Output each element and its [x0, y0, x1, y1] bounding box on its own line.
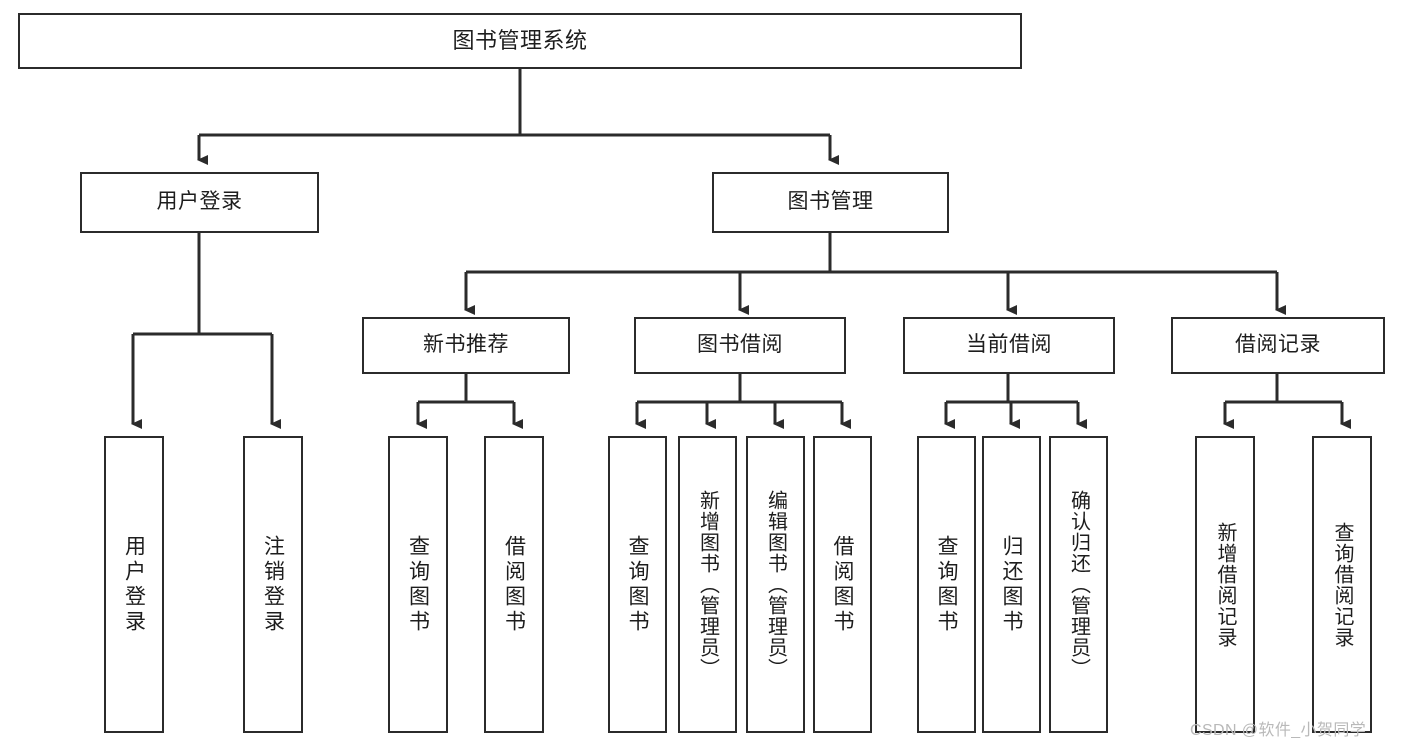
node-borrow-record[interactable]: 借阅记录: [1171, 317, 1385, 374]
leaf-confirm-return-admin[interactable]: 确认归还（管理员）: [1049, 436, 1108, 733]
node-label: 归还图书: [1000, 534, 1023, 635]
node-label: 用户登录: [122, 534, 146, 635]
node-root-book-management-system[interactable]: 图书管理系统: [18, 13, 1022, 69]
leaf-query-book-recommend[interactable]: 查询图书: [388, 436, 448, 733]
leaf-query-book-borrow[interactable]: 查询图书: [608, 436, 667, 733]
leaf-edit-book-admin[interactable]: 编辑图书（管理员）: [746, 436, 805, 733]
node-user-login[interactable]: 用户登录: [80, 172, 319, 233]
watermark: CSDN @软件_小贺同学: [1190, 722, 1367, 739]
node-label: 查询图书: [406, 534, 430, 635]
leaf-return-book[interactable]: 归还图书: [982, 436, 1041, 733]
node-label: 确认归还（管理员）: [1067, 490, 1090, 679]
node-label: 借阅图书: [831, 534, 854, 635]
node-book-borrow[interactable]: 图书借阅: [634, 317, 846, 374]
node-label: 借阅记录: [1235, 333, 1321, 357]
leaf-logout[interactable]: 注销登录: [243, 436, 303, 733]
leaf-add-borrow-record[interactable]: 新增借阅记录: [1195, 436, 1255, 733]
node-label: 用户登录: [156, 190, 243, 214]
node-label: 新书推荐: [423, 333, 509, 357]
leaf-add-book-admin[interactable]: 新增图书（管理员）: [678, 436, 737, 733]
node-label: 查询图书: [935, 534, 958, 635]
node-label: 当前借阅: [966, 333, 1052, 357]
leaf-query-borrow-record[interactable]: 查询借阅记录: [1312, 436, 1372, 733]
node-label: 查询借阅记录: [1331, 521, 1353, 648]
node-book-management[interactable]: 图书管理: [712, 172, 949, 233]
node-label: 图书借阅: [697, 333, 783, 357]
leaf-query-book-current[interactable]: 查询图书: [917, 436, 976, 733]
node-label: 图书管理: [787, 190, 874, 214]
node-current-borrow[interactable]: 当前借阅: [903, 317, 1115, 374]
node-label: 编辑图书（管理员）: [764, 490, 787, 679]
node-label: 借阅图书: [502, 534, 526, 635]
leaf-borrow-book[interactable]: 借阅图书: [813, 436, 872, 733]
node-label: 图书管理系统: [452, 28, 588, 54]
node-new-book-recommendation[interactable]: 新书推荐: [362, 317, 570, 374]
node-label: 新增图书（管理员）: [696, 490, 719, 679]
leaf-borrow-book-recommend[interactable]: 借阅图书: [484, 436, 544, 733]
leaf-user-login[interactable]: 用户登录: [104, 436, 164, 733]
node-label: 新增借阅记录: [1214, 521, 1236, 648]
node-label: 查询图书: [626, 534, 649, 635]
node-label: 注销登录: [261, 534, 285, 635]
